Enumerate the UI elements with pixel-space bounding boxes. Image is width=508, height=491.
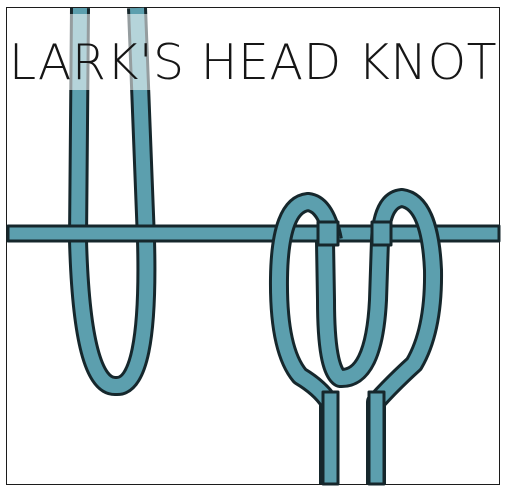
knot-right-half: [315, 188, 444, 484]
knot-over-crossings: [316, 220, 393, 247]
knot-left-half: [268, 192, 343, 484]
diagram-frame: [6, 7, 500, 485]
diagram-title: LARK'S HEAD KNOT: [8, 34, 498, 91]
hanging-cord-ends: [321, 390, 386, 486]
folded-cord-loop: [66, 7, 157, 396]
